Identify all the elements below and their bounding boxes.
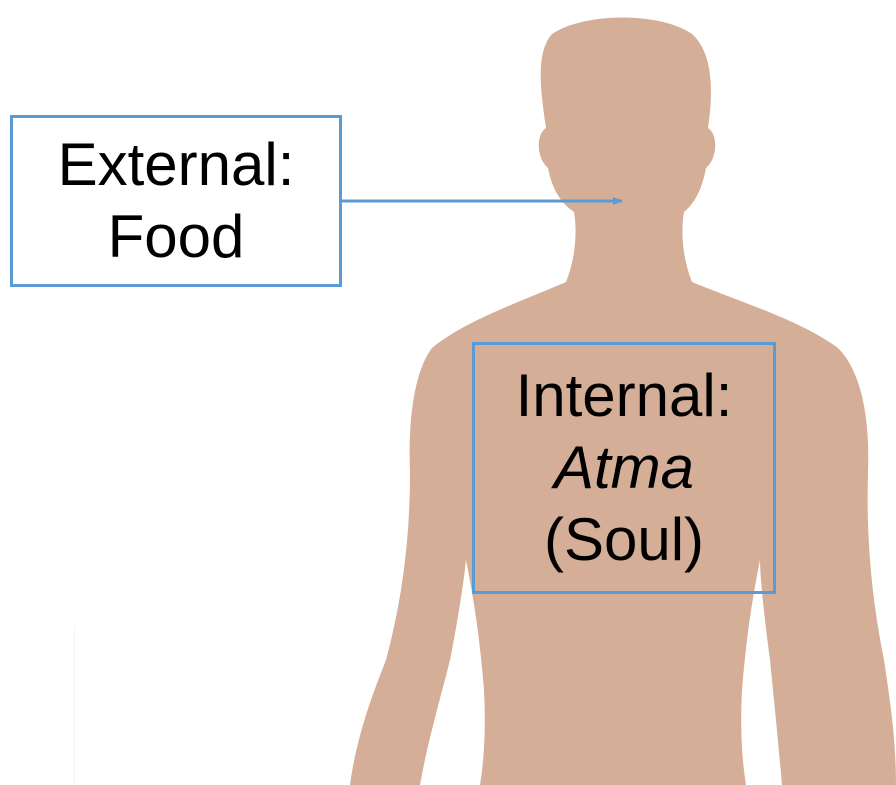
faint-divider-line xyxy=(74,626,75,785)
external-label: External: xyxy=(58,129,295,201)
external-food-box: External: Food xyxy=(10,115,342,287)
internal-atma-box: Internal: Atma (Soul) xyxy=(472,342,776,594)
atma-label: Atma xyxy=(554,432,694,504)
soul-label: (Soul) xyxy=(544,504,704,576)
food-label: Food xyxy=(108,201,245,273)
internal-label: Internal: xyxy=(516,360,733,432)
